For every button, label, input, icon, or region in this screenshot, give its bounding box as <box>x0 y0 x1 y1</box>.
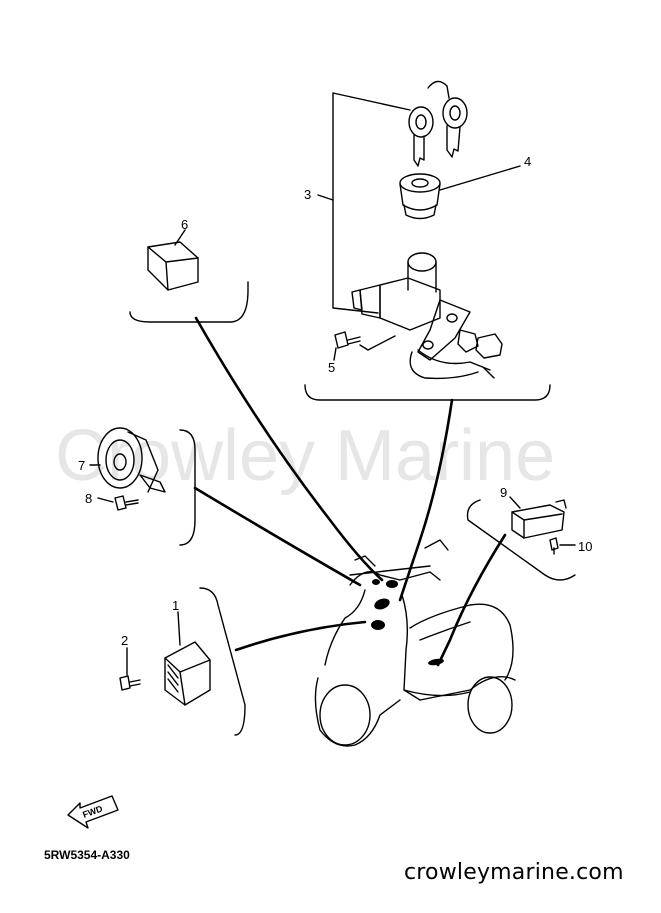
scooter-illustration <box>314 539 516 747</box>
callout-5: 5 <box>328 360 335 375</box>
leader-6 <box>174 229 186 246</box>
leader-5-bolt <box>359 335 396 351</box>
connection-lines <box>193 316 507 667</box>
leader-1 <box>177 611 181 646</box>
relay-6-illustration <box>147 229 199 291</box>
panel-7-bracket <box>179 429 196 546</box>
callout-9: 9 <box>500 485 507 500</box>
leader-3 <box>317 194 334 201</box>
website-link[interactable]: crowleymarine.com <box>404 860 624 885</box>
bolt-5-illustration <box>333 331 396 361</box>
panel-3-bracket <box>304 384 551 401</box>
horn-7-illustration <box>89 427 166 493</box>
callout-10: 10 <box>578 539 592 554</box>
bolt-2-illustration <box>119 647 141 691</box>
leader-5 <box>333 347 337 361</box>
panel-9-bracket <box>466 499 576 581</box>
panel-1-bracket <box>199 587 246 736</box>
callout-7: 7 <box>78 458 85 473</box>
watermark: Crowley Marine <box>55 416 555 496</box>
main-switch-illustration <box>351 252 503 380</box>
scooter-markers <box>371 579 444 666</box>
leader-4 <box>439 165 521 191</box>
keys-illustration <box>408 80 468 167</box>
rectifier-1-illustration <box>164 611 211 706</box>
callout-4: 4 <box>524 154 531 169</box>
diagram-code: 5RW5354-A330 <box>44 848 130 862</box>
callout-6: 6 <box>181 217 188 232</box>
callout-1: 1 <box>172 598 179 613</box>
lock-cylinder <box>399 165 521 220</box>
callout-2: 2 <box>121 633 128 648</box>
leader-9 <box>509 496 521 509</box>
callout-8: 8 <box>85 491 92 506</box>
unit-9-illustration <box>509 496 567 539</box>
bolt-8-illustration <box>97 495 139 511</box>
panel-6-bracket <box>129 281 249 323</box>
fwd-arrow <box>67 795 119 829</box>
callout-3: 3 <box>304 187 311 202</box>
screw-10-illustration <box>549 537 576 555</box>
leader-8 <box>97 497 114 503</box>
